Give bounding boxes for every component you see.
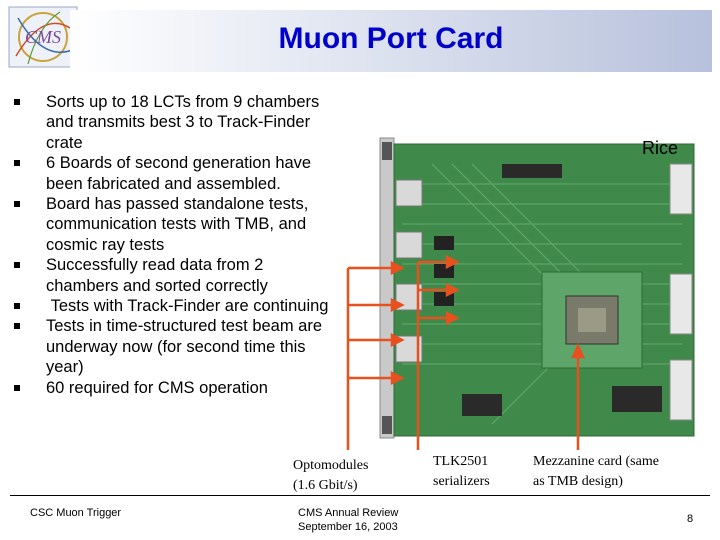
caption-tlk: TLK2501 serializers bbox=[433, 454, 490, 489]
logo-text: CMS bbox=[25, 27, 61, 47]
bullet-item: Tests in time-structured test beam are u… bbox=[14, 316, 334, 377]
bullet-list: Sorts up to 18 LCTs from 9 chambers and … bbox=[14, 92, 334, 398]
bullet-item: Successfully read data from 2 chambers a… bbox=[14, 255, 334, 296]
bullet-marker bbox=[14, 201, 20, 208]
bullet-marker bbox=[14, 99, 20, 105]
bullet-item: Board has passed standalone tests, commu… bbox=[14, 194, 334, 255]
bullet-item: Sorts up to 18 LCTs from 9 chambers and … bbox=[14, 92, 334, 153]
bullet-item: 6 Boards of second generation have been … bbox=[14, 153, 334, 194]
bullet-marker bbox=[14, 160, 20, 167]
bullet-marker bbox=[14, 303, 20, 310]
bullet-item: 60 required for CMS operation bbox=[14, 378, 334, 398]
caption-optomodules: Optomodules (1.6 Gbit/s) bbox=[293, 458, 369, 493]
cms-logo: CMS bbox=[8, 6, 78, 68]
caption-mezzanine: Mezzanine card (same as TMB design) bbox=[533, 454, 659, 489]
page-number: 8 bbox=[687, 513, 694, 525]
board-photo bbox=[352, 124, 700, 450]
footer-center: CMS Annual Review September 16, 2003 bbox=[298, 507, 399, 533]
slide-title: Muon Port Card bbox=[278, 22, 504, 55]
bullet-item: Tests with Track-Finder are continuing bbox=[14, 296, 334, 316]
image-label: Rice bbox=[642, 138, 679, 158]
footer-left: CSC Muon Trigger bbox=[30, 507, 122, 519]
title-band bbox=[70, 10, 712, 72]
footer-divider bbox=[10, 495, 710, 496]
bullet-marker bbox=[14, 323, 20, 330]
bullet-marker bbox=[14, 384, 20, 391]
bullet-marker bbox=[14, 262, 20, 269]
